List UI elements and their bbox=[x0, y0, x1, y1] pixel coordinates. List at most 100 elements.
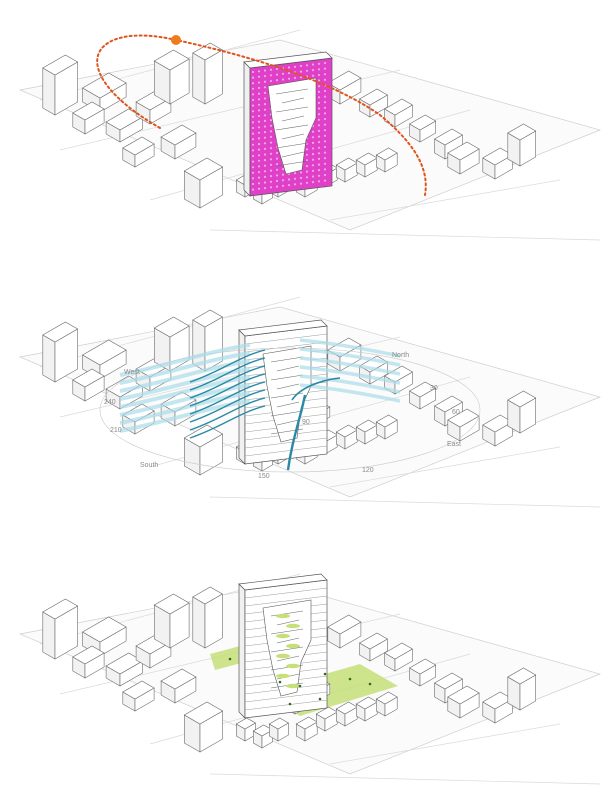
facade-dot bbox=[293, 183, 297, 186]
facade-dot bbox=[311, 69, 315, 72]
facade-dot bbox=[269, 119, 273, 122]
facade-dot bbox=[323, 129, 327, 132]
terrace-line bbox=[275, 160, 309, 167]
facade-dot bbox=[257, 131, 261, 134]
facade-dot bbox=[257, 126, 261, 129]
facade-dot bbox=[317, 62, 321, 65]
facade-dot bbox=[263, 91, 267, 94]
facade-dot bbox=[251, 138, 255, 141]
facade-dot bbox=[263, 175, 267, 178]
facade-dot bbox=[251, 126, 255, 130]
wind-compass bbox=[99, 347, 481, 473]
label-north: North bbox=[392, 352, 409, 359]
facade-dot bbox=[311, 153, 315, 156]
wind-stream-core bbox=[189, 397, 266, 431]
wind-stream-west bbox=[119, 367, 251, 401]
facade-dot bbox=[317, 124, 321, 127]
facade-dot bbox=[281, 173, 285, 176]
floor-line bbox=[244, 333, 328, 345]
facade-dot bbox=[251, 188, 255, 191]
facade-dot bbox=[323, 134, 327, 137]
facade-dot bbox=[257, 187, 261, 190]
facade-dot bbox=[269, 74, 273, 77]
terrace-line bbox=[275, 142, 309, 149]
facade-dot bbox=[257, 70, 261, 73]
terrace-green bbox=[276, 613, 290, 619]
green-space-diagram bbox=[18, 573, 602, 785]
facade-dot bbox=[251, 93, 255, 96]
facade-dot bbox=[323, 151, 327, 154]
facade-dot bbox=[275, 151, 279, 155]
facade-dot bbox=[305, 181, 309, 184]
label-east: East bbox=[447, 441, 461, 448]
facade-dot bbox=[275, 168, 279, 171]
building-block bbox=[105, 652, 144, 687]
building-block bbox=[42, 598, 79, 660]
terrace-green bbox=[276, 653, 290, 659]
facade-dot bbox=[323, 61, 327, 65]
terrace-line bbox=[270, 610, 304, 617]
facade-dot bbox=[311, 63, 315, 66]
facade-dot bbox=[323, 112, 327, 115]
facade-dot bbox=[275, 163, 279, 166]
terrace-line bbox=[270, 428, 304, 435]
tree-dot bbox=[323, 672, 327, 676]
green-space-panel bbox=[0, 534, 610, 800]
facade-dot bbox=[257, 148, 261, 151]
building-block bbox=[192, 42, 224, 105]
wind-stream-north bbox=[299, 374, 401, 394]
facade-dot bbox=[251, 149, 255, 152]
wind-stream-core bbox=[189, 357, 266, 391]
building-block bbox=[355, 696, 378, 722]
label-deg-150: 150 bbox=[258, 473, 270, 480]
building-block bbox=[482, 414, 514, 447]
sun-study-panel bbox=[0, 0, 610, 266]
sun-study-diagram bbox=[18, 29, 602, 241]
facade-dot bbox=[311, 141, 315, 144]
terrace-line bbox=[276, 383, 300, 390]
facade-dot bbox=[323, 162, 327, 165]
building-block bbox=[482, 147, 514, 180]
facade-dot bbox=[293, 177, 297, 180]
facade-dot bbox=[317, 169, 321, 172]
facade-dot bbox=[293, 65, 297, 68]
facade-dot bbox=[275, 73, 279, 76]
building-block bbox=[192, 586, 224, 649]
facade-dot bbox=[251, 104, 255, 107]
facade-dot bbox=[263, 69, 267, 72]
facade-dot bbox=[269, 180, 273, 183]
facade-dot bbox=[257, 154, 261, 157]
facade-dot bbox=[257, 137, 261, 140]
facade-dot bbox=[317, 152, 321, 155]
facade-dot bbox=[269, 175, 273, 178]
facade-dot bbox=[257, 165, 261, 168]
tree-dot bbox=[318, 697, 322, 701]
facade-dot bbox=[269, 79, 273, 83]
facade-dot bbox=[317, 180, 321, 183]
floor-line bbox=[244, 445, 328, 457]
street-line bbox=[329, 446, 561, 488]
label-deg-210: 210 bbox=[110, 427, 122, 434]
building-block bbox=[482, 691, 514, 724]
label-deg-30: 30 bbox=[430, 385, 438, 392]
facade-dot bbox=[251, 182, 255, 186]
building-block bbox=[335, 701, 358, 727]
terrace-line bbox=[270, 356, 304, 363]
street-line bbox=[329, 179, 561, 221]
facade-dot bbox=[269, 169, 273, 172]
facade-dot bbox=[275, 174, 279, 177]
facade-dot bbox=[251, 110, 255, 113]
terrace-line bbox=[270, 628, 304, 635]
facade-dot bbox=[287, 72, 291, 75]
tower-roof bbox=[238, 319, 328, 337]
facade-dot bbox=[317, 129, 321, 132]
terrace-green bbox=[286, 683, 300, 689]
terrace-green bbox=[286, 623, 300, 629]
facade-dot bbox=[269, 135, 273, 138]
facade-dot bbox=[257, 92, 261, 95]
facade-dot bbox=[311, 147, 315, 150]
facade-dot bbox=[323, 101, 327, 104]
wind-stream-west bbox=[119, 391, 251, 425]
facade-dot bbox=[311, 136, 315, 139]
wind-stream-north bbox=[299, 338, 401, 358]
